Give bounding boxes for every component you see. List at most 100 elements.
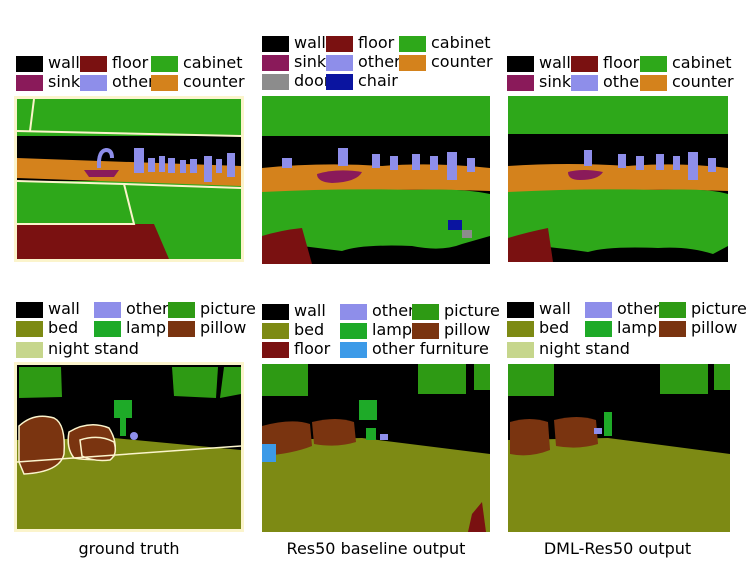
pillow-front [79, 436, 117, 462]
swatch-other [94, 302, 121, 318]
bed-region [262, 438, 490, 532]
swatch-floor [80, 56, 107, 72]
floor-region [468, 502, 486, 532]
cabinet-region [262, 96, 490, 136]
swatch-floor [571, 56, 598, 72]
picture-right [172, 367, 218, 398]
bed-region [17, 438, 241, 529]
pillow-left [510, 419, 550, 456]
counter-region [508, 164, 728, 194]
picture-left [508, 364, 554, 396]
swatch-cabinet [640, 56, 667, 72]
kitchen-dml-output-image [508, 96, 728, 262]
other-object [594, 428, 602, 434]
swatch-wall [507, 302, 534, 318]
swatch-other [340, 304, 367, 320]
swatch-bed [507, 321, 534, 337]
pillow-left [18, 415, 66, 475]
bed-region [508, 438, 730, 532]
legend-bottom-ground-truth: wall other picture bed lamp pillow night… [16, 300, 256, 362]
bedroom-ground-truth-image [14, 362, 244, 532]
kitchen-baseline-output-image [262, 96, 490, 264]
picture-edge [220, 367, 241, 398]
swatch-lamp [585, 321, 612, 337]
swatch-other [80, 75, 107, 91]
floor-region [508, 228, 553, 262]
swatch-cabinet [151, 56, 178, 72]
legend-bottom-dml: wall other picture bed lamp pillow night… [507, 300, 747, 362]
sink-region [317, 170, 362, 183]
swatch-floor [326, 36, 353, 52]
lamp-shade [114, 400, 132, 418]
picture-edge [714, 364, 730, 390]
picture-edge [474, 364, 490, 390]
swatch-pillow [659, 321, 686, 337]
other-object [130, 432, 138, 440]
chair-region [448, 220, 462, 230]
kitchen-ground-truth-image [14, 96, 244, 262]
swatch-other [571, 75, 598, 91]
swatch-picture [412, 304, 439, 320]
cabinet-region [508, 96, 728, 134]
swatch-pillow [168, 321, 195, 337]
swatch-lamp [340, 323, 367, 339]
caption-baseline: Res50 baseline output [286, 539, 466, 558]
swatch-cabinet [399, 36, 426, 52]
bottles-other [584, 150, 716, 180]
sink-region [84, 170, 119, 177]
other-object [380, 434, 388, 440]
bottles-other [282, 148, 475, 180]
swatch-sink [507, 75, 534, 91]
swatch-wall [507, 56, 534, 72]
sink-region [568, 170, 603, 180]
caption-ground-truth: ground truth [78, 539, 180, 558]
swatch-picture [168, 302, 195, 318]
swatch-floor [262, 342, 289, 358]
lamp-stand [120, 418, 126, 436]
swatch-counter [640, 75, 667, 91]
other-furniture-region [262, 444, 276, 462]
picture-left [19, 367, 62, 398]
bedroom-dml-output-image [508, 364, 730, 532]
swatch-night-stand [16, 342, 43, 358]
swatch-counter [399, 55, 426, 71]
picture-right [660, 364, 708, 394]
floor-region [262, 228, 312, 264]
swatch-picture [659, 302, 686, 318]
swatch-door [262, 74, 289, 90]
swatch-chair [326, 74, 353, 90]
lamp-region [359, 400, 377, 420]
swatch-other-furniture [340, 342, 367, 358]
legend-top-baseline: wall floor cabinet sink other counter do… [262, 34, 493, 96]
swatch-sink [16, 75, 43, 91]
swatch-bed [262, 323, 289, 339]
swatch-lamp [94, 321, 121, 337]
legend-top-ground-truth: wall floor cabinet sink other counter [16, 54, 246, 96]
counter-region [262, 164, 490, 194]
swatch-other [585, 302, 612, 318]
swatch-wall [16, 302, 43, 318]
legend-bottom-baseline: wall other picture bed lamp pillow floor… [262, 302, 500, 364]
door-region [462, 230, 472, 238]
picture-right [418, 364, 466, 394]
cabinet-lower-region [508, 189, 728, 254]
caption-dml: DML-Res50 output [543, 539, 692, 558]
swatch-wall [262, 304, 289, 320]
swatch-wall [16, 56, 43, 72]
swatch-night-stand [507, 342, 534, 358]
picture-left [262, 364, 308, 396]
lamp-region [604, 412, 612, 436]
bedroom-baseline-output-image [262, 364, 490, 532]
cabinet-lower-region [262, 189, 490, 251]
swatch-bed [16, 321, 43, 337]
bottles-other [134, 148, 235, 182]
pillow-middle [554, 417, 598, 448]
lamp-base [366, 428, 376, 440]
swatch-sink [262, 55, 289, 71]
swatch-pillow [412, 323, 439, 339]
legend-top-dml: wall floor cabinet sink other counter [507, 54, 737, 96]
floor-region [17, 224, 169, 259]
pillow-middle [312, 419, 356, 446]
swatch-wall [262, 36, 289, 52]
faucet-other [96, 147, 114, 169]
